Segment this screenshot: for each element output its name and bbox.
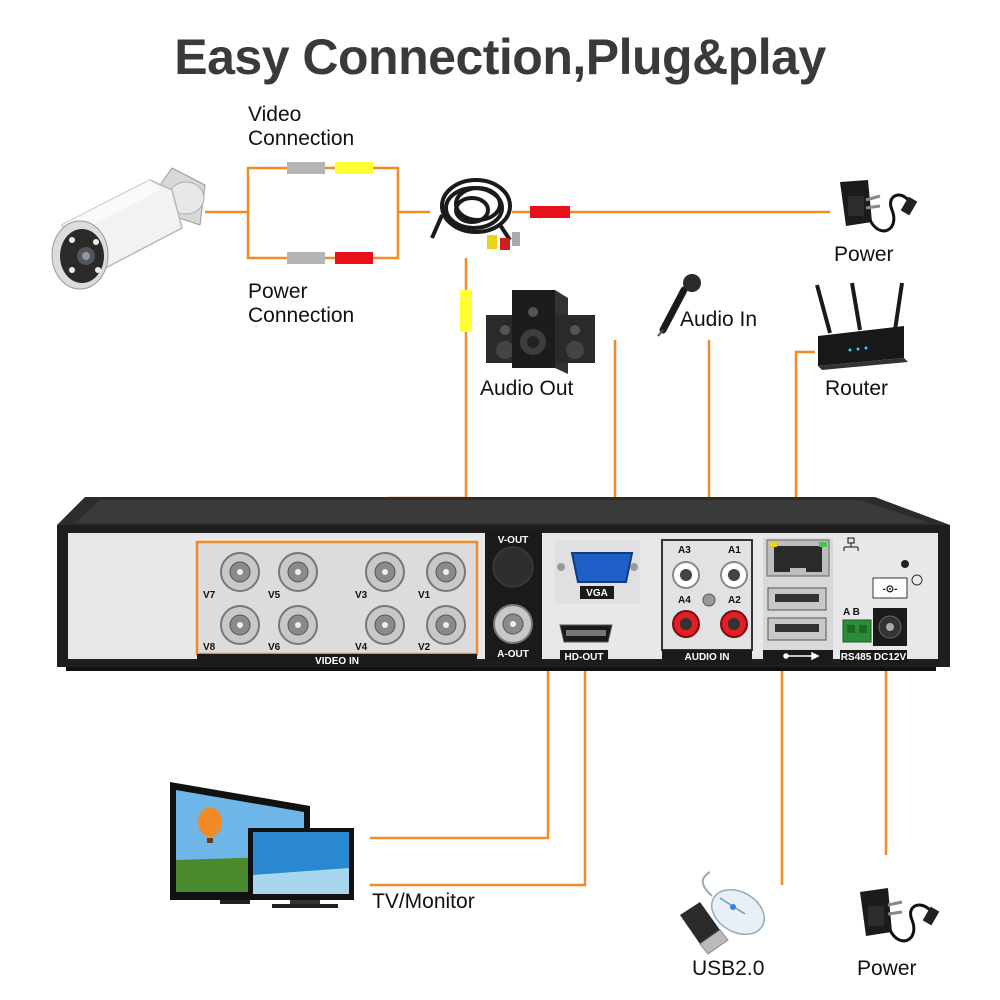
- hd-out-label: HD-OUT: [565, 652, 604, 663]
- video-plug-yellow-vertical: [460, 290, 472, 332]
- network-symbol-icon: [843, 537, 859, 551]
- router-wire: [794, 350, 815, 545]
- channel-label: V4: [355, 642, 368, 653]
- audio-out-label: Audio Out: [480, 377, 574, 400]
- usb-label: USB2.0: [692, 957, 765, 980]
- bnc-connector[interactable]: [278, 552, 318, 592]
- usb-symbol-icon: [783, 651, 820, 661]
- vout-aout-block: V-OUT A-OUT: [485, 530, 542, 662]
- channel-label: V6: [268, 642, 281, 653]
- cable-connectors: [487, 232, 520, 250]
- usb-port[interactable]: [767, 617, 827, 641]
- camera-icon: [51, 167, 206, 290]
- mouse-icon: [701, 871, 765, 936]
- bnc-connector[interactable]: [426, 605, 466, 645]
- audio-channel-label: A4: [678, 595, 691, 606]
- vga-label: VGA: [586, 588, 608, 599]
- usb-port[interactable]: [767, 587, 827, 611]
- tv-monitor-label: TV/Monitor: [372, 890, 475, 913]
- audio-in-panel-label: AUDIO IN: [685, 652, 730, 663]
- rca-jack[interactable]: [720, 610, 748, 638]
- bnc-connector[interactable]: [365, 552, 405, 592]
- rca-jack[interactable]: [672, 561, 700, 589]
- hdmi-port[interactable]: HD-OUT: [559, 624, 613, 663]
- channel-label: V2: [418, 642, 431, 653]
- power-adapter-icon: [860, 888, 940, 943]
- usb-drive-icon: [680, 902, 729, 955]
- hdmi-wire: [370, 660, 587, 887]
- rs485-label: RS485: [841, 652, 872, 663]
- audio-channel-label: A2: [728, 595, 741, 606]
- channel-label: V7: [203, 590, 216, 601]
- bnc-connector[interactable]: [278, 605, 318, 645]
- bnc-connector[interactable]: [220, 605, 260, 645]
- video-in-label: VIDEO IN: [315, 656, 359, 667]
- channel-labels: V7 V5 V3 V1 V8 V6 V4 V2: [203, 590, 431, 653]
- bnc-connectors: [220, 552, 466, 645]
- power-plug-gray: [287, 252, 325, 264]
- cable-icon: [430, 178, 512, 242]
- ethernet-port[interactable]: [766, 539, 830, 577]
- audio-channel-label: A1: [728, 545, 741, 556]
- tv-icon: [170, 782, 354, 908]
- power-plug-red: [335, 252, 373, 264]
- channel-label: V8: [203, 642, 216, 653]
- channel-label: V3: [355, 590, 368, 601]
- dc12v-label: DC12V: [874, 652, 907, 663]
- power-top-label: Power: [834, 243, 894, 266]
- video-plug-gray: [287, 162, 325, 174]
- bnc-connector[interactable]: [426, 552, 466, 592]
- a-out-connector[interactable]: [493, 604, 533, 644]
- channel-label: V1: [418, 590, 431, 601]
- dc-power-jack[interactable]: [873, 608, 907, 646]
- microphone-icon: [657, 274, 701, 337]
- video-plug-yellow: [335, 162, 373, 174]
- rca-jack[interactable]: [672, 610, 700, 638]
- camera-wire: [205, 166, 430, 260]
- power-adapter-icon: [840, 180, 918, 233]
- lan-usb-block: [763, 538, 833, 663]
- rs485-dc-block: -⊙- A B RS485 DC12V: [840, 537, 923, 663]
- audio-channel-label: A3: [678, 545, 691, 556]
- speaker-icon: [486, 290, 595, 374]
- router-icon: [815, 282, 908, 370]
- v-out-label: V-OUT: [498, 535, 529, 546]
- router-label: Router: [825, 377, 889, 400]
- rca-jack[interactable]: [720, 561, 748, 589]
- dc-polarity-icon: -⊙-: [882, 584, 897, 595]
- channel-label: V5: [268, 590, 281, 601]
- audio-in-label: Audio In: [680, 308, 758, 331]
- rs485-ab-label: A B: [843, 607, 860, 618]
- power-bottom-label: Power: [857, 957, 917, 980]
- audio-in-block: AUDIO IN A3 A1 A4 A2: [661, 539, 753, 663]
- power-plug-red-top: [530, 206, 570, 218]
- vga-port[interactable]: VGA: [555, 540, 640, 604]
- a-out-label: A-OUT: [497, 649, 529, 660]
- page-title: Easy Connection,Plug&play: [174, 29, 826, 85]
- bnc-connector[interactable]: [220, 552, 260, 592]
- bnc-connector[interactable]: [365, 605, 405, 645]
